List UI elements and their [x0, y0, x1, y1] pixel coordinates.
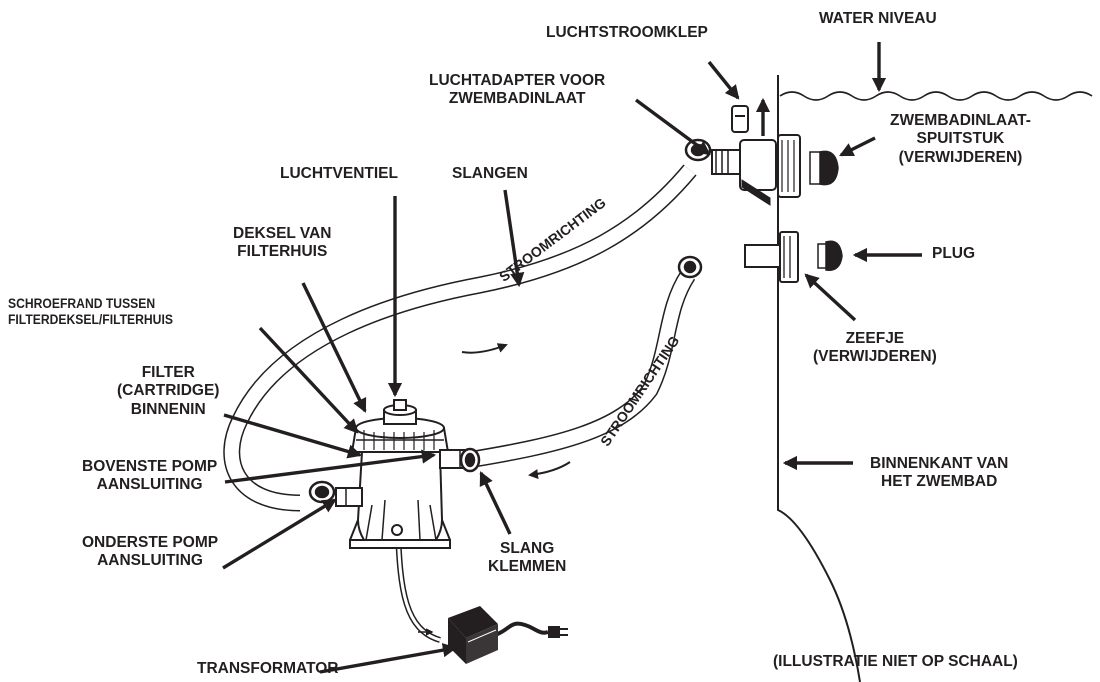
label-slang-klemmen: SLANG KLEMMEN	[488, 540, 566, 577]
label-zwembadinlaat-line1: ZWEMBADINLAAT-	[890, 112, 1031, 129]
label-filter-line3: BINNENIN	[130, 400, 206, 418]
label-binnenkant-line2: HET ZWEMBAD	[881, 473, 998, 491]
label-luchtadapter: LUCHTADAPTER VOOR ZWEMBADINLAAT	[429, 72, 605, 109]
label-zeefje-line2: (VERWIJDEREN)	[813, 348, 937, 366]
label-schroefrand-line1: SCHROEFRAND TUSSEN	[8, 296, 156, 311]
label-luchtstroomklep: LUCHTSTROOMKLEP	[546, 24, 708, 41]
label-zwembadinlaat-line3: (VERWIJDEREN)	[898, 148, 1023, 166]
inlet-assembly	[711, 105, 839, 206]
label-schroefrand: SCHROEFRAND TUSSEN FILTERDEKSEL/FILTERHU…	[8, 296, 173, 328]
label-binnenkant-line1: BINNENKANT VAN	[870, 455, 1009, 472]
label-schroefrand-line2: FILTERDEKSEL/FILTERHUIS	[8, 311, 173, 327]
filter-pump	[335, 399, 471, 549]
transformer-unit	[448, 606, 498, 664]
label-slangen: SLANGEN	[452, 165, 528, 182]
label-water-niveau: WATER NIVEAU	[819, 10, 937, 27]
leader-arrows	[222, 42, 922, 674]
label-onderste: ONDERSTE POMP AANSLUITING	[82, 534, 218, 571]
label-deksel-line1: DEKSEL VAN	[233, 225, 332, 242]
label-bovenste-line2: AANSLUITING	[96, 476, 203, 494]
flow-arrow-upper	[461, 343, 508, 354]
label-binnenkant: BINNENKANT VAN HET ZWEMBAD	[870, 455, 1008, 492]
label-zwembadinlaat: ZWEMBADINLAAT- SPUITSTUK (VERWIJDEREN)	[890, 112, 1031, 167]
label-bovenste-line1: BOVENSTE POMP	[82, 458, 218, 475]
label-luchtadapter-line1: LUCHTADAPTER VOOR	[429, 72, 606, 89]
label-zeefje: ZEEFJE (VERWIJDEREN)	[813, 330, 937, 367]
label-bovenste: BOVENSTE POMP AANSLUITING	[82, 458, 217, 495]
label-zeefje-line1: ZEEFJE	[845, 330, 905, 347]
flow-arrow-lower	[528, 461, 571, 480]
label-deksel: DEKSEL VAN FILTERHUIS	[233, 225, 331, 262]
label-deksel-line2: FILTERHUIS	[237, 243, 328, 261]
label-slang-klemmen-line2: KLEMMEN	[488, 558, 567, 576]
label-schaal-note: (ILLUSTRATIE NIET OP SCHAAL)	[773, 653, 1018, 670]
pool-wall	[777, 75, 861, 682]
label-slang-klemmen-line1: SLANG	[500, 540, 555, 557]
label-filter-line1: FILTER	[141, 364, 195, 381]
label-luchtventiel: LUCHTVENTIEL	[280, 165, 398, 182]
label-zwembadinlaat-line2: SPUITSTUK	[916, 130, 1005, 148]
water-surface	[779, 91, 1093, 101]
label-luchtadapter-line2: ZWEMBADINLAAT	[448, 90, 586, 108]
label-transformator: TRANSFORMATOR	[197, 660, 339, 677]
label-plug: PLUG	[932, 245, 976, 262]
strainer-assembly	[744, 231, 843, 283]
power-plug	[548, 626, 568, 638]
label-filter: FILTER (CARTRIDGE) BINNENIN	[117, 364, 219, 419]
label-onderste-line2: AANSLUITING	[97, 552, 203, 570]
label-onderste-line1: ONDERSTE POMP	[82, 534, 219, 551]
label-filter-line2: (CARTRIDGE)	[117, 382, 220, 400]
